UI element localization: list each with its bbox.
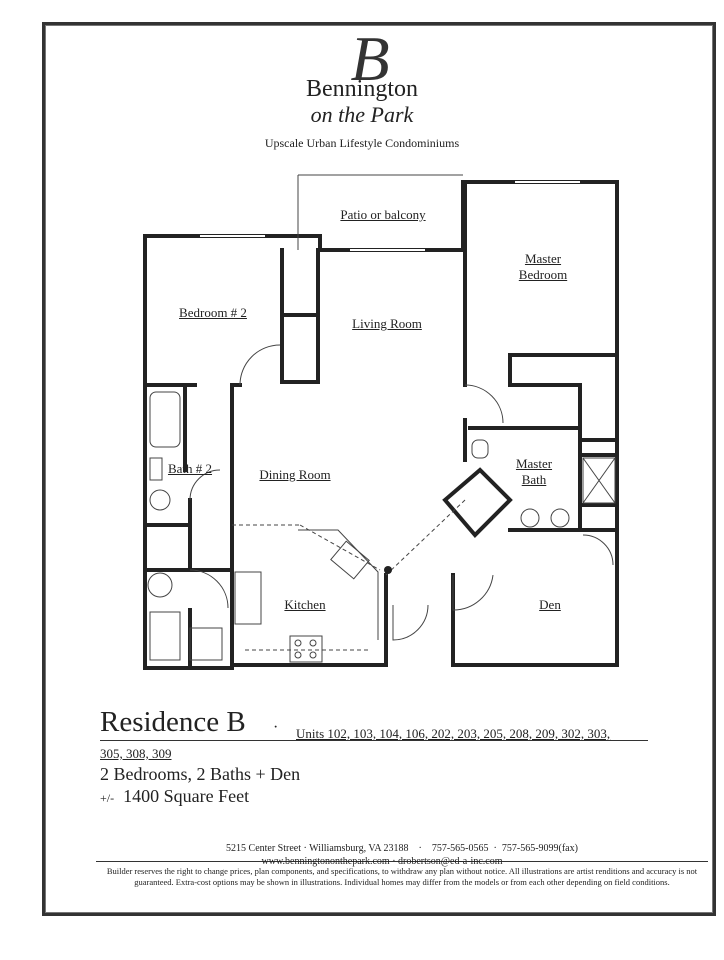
brand-tagline: on the Park	[310, 102, 414, 127]
footer-contact: 5215 Center Street · Williamsburg, VA 23…	[226, 843, 578, 854]
room-label-patio: Patio or balcony	[340, 207, 426, 222]
footer-fax: 757-565-9099(fax)	[501, 843, 578, 854]
bedrooms-baths: 2 Bedrooms, 2 Baths + Den	[100, 764, 301, 784]
room-label-dining-room: Dining Room	[259, 467, 331, 482]
water-heater-icon	[149, 611, 181, 661]
room-label-den: Den	[539, 597, 561, 612]
dryer-icon	[189, 627, 223, 661]
washer-icon	[147, 572, 173, 598]
room-label-master-bath-1: Master	[515, 456, 553, 471]
units-line-2: 305, 308, 309	[100, 746, 172, 761]
area-value: 1400 Square Feet	[123, 786, 250, 806]
title-separator: ·	[273, 719, 279, 736]
units-line-1: Units 102, 103, 104, 106, 202, 203, 205,…	[296, 726, 611, 741]
stove-icon	[289, 635, 323, 663]
footer-address: 5215 Center Street · Williamsburg, VA 23…	[226, 843, 409, 854]
room-label-bedroom2: Bedroom # 2	[179, 305, 247, 320]
brand-subtitle: Upscale Urban Lifestyle Condominiums	[264, 136, 460, 150]
sink-bath2-icon	[149, 489, 171, 511]
square-feet: +/- 1400 Square Feet	[100, 786, 249, 807]
sink-icon	[330, 540, 370, 580]
fridge-icon	[234, 571, 262, 625]
closet-wall	[280, 248, 320, 384]
shower-icon	[582, 457, 616, 504]
bathtub-icon	[149, 391, 181, 448]
footer-phone: 757-565-0565	[431, 843, 489, 854]
residence-title: Residence B	[100, 706, 246, 738]
area-prefix: +/-	[100, 791, 115, 805]
logo-monogram: B	[350, 23, 390, 94]
toilet-master-icon	[471, 439, 489, 459]
brand-name: Bennington	[306, 76, 418, 102]
door-swing	[239, 344, 281, 386]
room-label-living-room: Living Room	[352, 316, 422, 331]
footer-disclaimer: Builder reserves the right to change pri…	[106, 866, 698, 887]
title-underline	[100, 740, 648, 741]
room-label-master-bedroom-2: Bedroom	[518, 267, 568, 282]
kitchen-wall	[230, 573, 388, 667]
room-label-master-bedroom-1: Master	[524, 251, 562, 266]
footer-web-email[interactable]: www.benningtononthepark.com · drobertson…	[261, 856, 503, 867]
patio-outline	[297, 174, 463, 250]
room-label-kitchen: Kitchen	[284, 597, 326, 612]
toilet-icon	[149, 457, 163, 481]
page-border	[42, 22, 716, 916]
outer-wall-west	[143, 234, 234, 670]
footer-divider	[96, 861, 708, 862]
room-label-bath2: Bath # 2	[167, 461, 213, 476]
room-label-master-bath-2: Bath	[521, 472, 547, 487]
